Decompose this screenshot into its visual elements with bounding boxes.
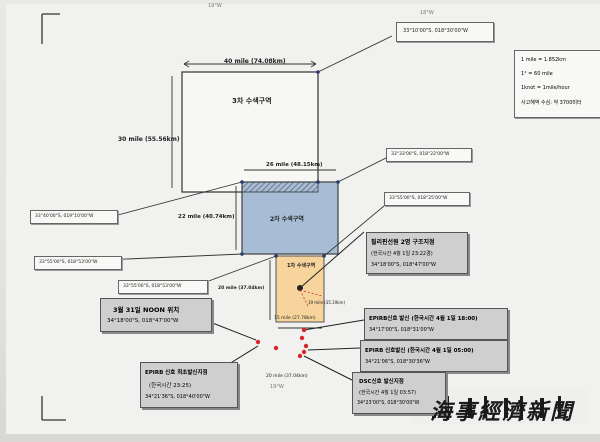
coord-label: 33°55'00"S, 018°53'00"W bbox=[123, 284, 182, 289]
coord-box-zone2-right: 33°33'00"S, 018°22'00"W bbox=[386, 148, 472, 162]
event-title: 필리핀선원 2명 구조지점 bbox=[371, 239, 435, 246]
corner-dots bbox=[240, 70, 340, 258]
event-title: EPIRB 신호발신 (한국시간 4월 1일 05:00) bbox=[365, 348, 474, 354]
longitude-mark-right: 18°W bbox=[420, 10, 434, 16]
dim-zone1-height-label: 20 mile (37.04km) bbox=[218, 286, 265, 291]
event-coord: 34°21'06"S, 018°30'36"W bbox=[365, 359, 430, 365]
leader-tr bbox=[317, 35, 393, 73]
dim-zone1-range-label: 19 mile (35.19km) bbox=[308, 300, 345, 305]
coord-label: 33°33'00"S, 018°22'00"W bbox=[391, 152, 450, 157]
zone-2-label: 2차 수색구역 bbox=[270, 216, 304, 223]
leader-noon bbox=[209, 321, 257, 341]
corner-mark-bottom-left bbox=[41, 396, 66, 421]
coord-label: 33°40'00"S, 019°10'00"W bbox=[35, 214, 94, 219]
event-survivors-rescued: 필리핀선원 2명 구조지점 (한국시간 4월 1일 23:22경) 34°18'… bbox=[366, 232, 468, 274]
event-coord: 34°18'00"S, 018°47'00"W bbox=[371, 262, 436, 268]
event-dsc: DSC신호 발신지점 (한국시간 4월 1일 03:57) 34°23'00"S… bbox=[352, 372, 446, 414]
search-zone-3 bbox=[181, 71, 319, 193]
event-title: EPIRB 신호 최초발신지점 bbox=[145, 370, 208, 376]
dim-zone2-width-label: 26 mile (48.15km) bbox=[266, 162, 323, 168]
range-15mile bbox=[299, 289, 309, 307]
event-epirb-18: EPIRB신호 발신 (한국시간 4월 1일 18:00) 34°17'00"S… bbox=[364, 308, 508, 340]
note-line: 1knot = 1mile/hour bbox=[521, 85, 570, 91]
leader-survivors bbox=[299, 231, 365, 289]
zone-overlap-hatch bbox=[241, 181, 319, 193]
coord-box-zone2-left: 33°40'00"S, 019°10'00"W bbox=[30, 210, 118, 224]
event-time: (한국시간 23:25) bbox=[149, 383, 192, 389]
survivor-rescue-marker bbox=[297, 285, 303, 291]
event-epirb-first: EPIRB 신호 최초발신지점 (한국시간 23:25) 34°21'36"S,… bbox=[140, 362, 238, 408]
coord-label: 33°55'00"S, 018°53'00"W bbox=[39, 260, 98, 265]
event-coord: 34°17'00"S, 018°31'00"W bbox=[369, 327, 434, 333]
dim-zone1-width-label: 15 mile (27.78km) bbox=[274, 316, 316, 321]
note-line: 1 mile = 1.852km bbox=[521, 57, 566, 63]
event-coord: 34°18'00"S, 018°47'00"W bbox=[107, 318, 179, 324]
note-line: 1° = 60 mile bbox=[521, 71, 553, 77]
coord-box-zone1-left: 33°55'00"S, 018°53'00"W bbox=[118, 280, 208, 294]
coord-box-top-right: 33°10'00"S, 018°30'00"W bbox=[396, 22, 494, 42]
leader-z1-tr bbox=[323, 205, 385, 257]
dim-zone3-width-label: 40 mile (74.08km) bbox=[224, 58, 286, 65]
note-line: 사고해역 수심: 약 3700미터 bbox=[521, 100, 582, 106]
event-noon-position: 3월 31일 NOON 위치 34°18'00"S, 018°47'00"W bbox=[100, 298, 212, 332]
event-coord: 34°23'00"S, 018°30'00"W bbox=[357, 401, 420, 406]
newspaper-name: 海事經濟新聞 bbox=[430, 399, 575, 425]
dim-bottom-label: 20 mile (37.04km) bbox=[266, 374, 308, 379]
longitude-mark-left: 19°W bbox=[208, 3, 222, 9]
dim-zone2-height-label: 22 mile (40.74km) bbox=[178, 214, 235, 220]
event-markers bbox=[255, 327, 309, 359]
leader-epirb-05 bbox=[307, 347, 361, 351]
event-epirb-05: EPIRB 신호발신 (한국시간 4월 1일 05:00) 34°21'06"S… bbox=[360, 340, 508, 372]
coord-label: 33°10'00"S, 018°30'00"W bbox=[403, 28, 468, 34]
leader-z2-tr bbox=[337, 157, 387, 183]
zone-3-label: 3차 수색구역 bbox=[232, 97, 272, 105]
event-title: DSC신호 발신지점 bbox=[359, 379, 404, 385]
dim-zone3-height-label: 30 mile (55.56km) bbox=[118, 136, 180, 143]
coord-label: 33°55'00"S, 018°25'00"W bbox=[389, 196, 448, 201]
legend-notes: 1 mile = 1.852km 1° = 60 mile 1knot = 1m… bbox=[514, 50, 600, 118]
event-title: 3월 31일 NOON 위치 bbox=[113, 306, 180, 314]
corner-mark-top-left bbox=[41, 13, 60, 44]
event-title: EPIRB신호 발신 (한국시간 4월 1일 18:00) bbox=[369, 316, 478, 322]
leader-dsc bbox=[303, 355, 353, 381]
coord-box-zone1-right: 33°55'00"S, 018°25'00"W bbox=[384, 192, 470, 206]
longitude-mark-bottom: 19°W bbox=[270, 384, 284, 390]
event-time: (한국시간 4월 1일 03:57) bbox=[359, 390, 417, 396]
leader-z2-tl bbox=[113, 181, 243, 217]
leader-epirb-18 bbox=[303, 319, 365, 331]
event-time: (한국시간 4월 1일 23:22경) bbox=[371, 251, 433, 257]
event-coord: 34°21'36"S, 018°40'00"W bbox=[145, 394, 210, 400]
zone-1-label: 1차 수색구역 bbox=[287, 263, 316, 269]
leader-z1-tl bbox=[205, 255, 277, 283]
leader-z2-bl bbox=[103, 253, 243, 261]
coord-box-zone2-bottom-left: 33°55'00"S, 018°53'00"W bbox=[34, 256, 122, 270]
search-zone-2 bbox=[241, 181, 339, 255]
